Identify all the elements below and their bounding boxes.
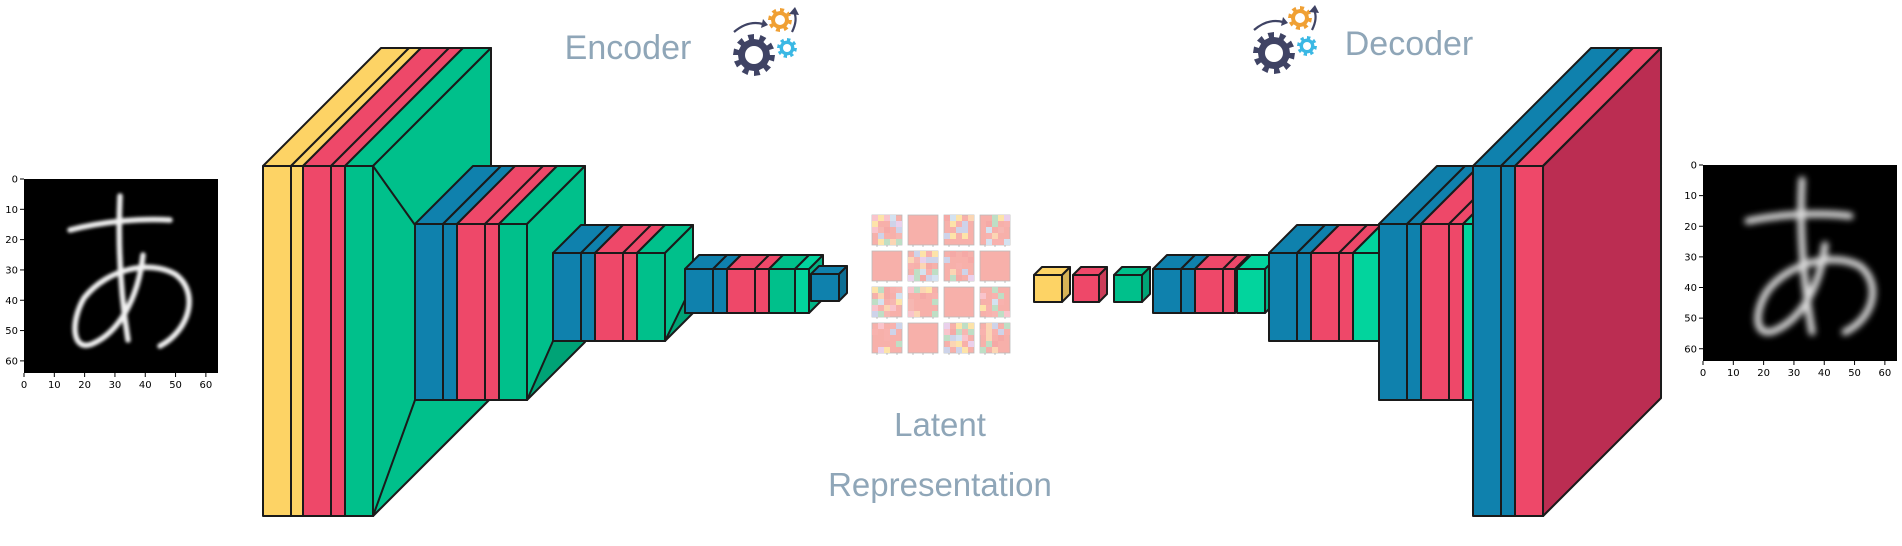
decoder-input [1033, 266, 1071, 303]
latent-grid [871, 214, 1011, 355]
decoder-title: Decoder [1345, 25, 1474, 63]
x-tick-label: 20 [1757, 368, 1770, 379]
latent-cell [907, 250, 939, 283]
y-tick-label: 40 [5, 296, 18, 307]
input-x-axis: 0 10 20 30 40 50 60 [21, 373, 212, 391]
x-tick-label: 10 [48, 380, 61, 391]
y-tick-label: 30 [1684, 252, 1697, 263]
x-tick-label: 10 [1727, 368, 1740, 379]
gears-icon [733, 7, 799, 76]
output-x-axis: 0 10 20 30 40 50 60 [1700, 361, 1891, 379]
latent-cell [871, 214, 903, 247]
y-tick-label: 20 [5, 235, 18, 246]
x-tick-label: 30 [109, 380, 122, 391]
x-tick-label: 20 [78, 380, 91, 391]
input-y-axis: 0 10 20 30 40 50 60 [5, 175, 24, 367]
y-tick-label: 30 [5, 265, 18, 276]
encoder-title: Encoder [565, 29, 692, 67]
y-tick-label: 0 [12, 175, 18, 186]
y-tick-label: 50 [1684, 314, 1697, 325]
latent-cell [979, 322, 1011, 355]
x-tick-label: 0 [21, 380, 27, 391]
latent-cell [871, 250, 903, 283]
latent-cell [979, 214, 1011, 247]
network-layers [262, 47, 1663, 517]
decoder-layer-2 [1113, 266, 1151, 303]
x-tick-label: 30 [1788, 368, 1801, 379]
latent-cell [871, 286, 903, 319]
y-tick-label: 10 [1684, 191, 1697, 202]
y-tick-label: 60 [5, 356, 18, 367]
y-tick-label: 40 [1684, 283, 1697, 294]
x-tick-label: 0 [1700, 368, 1706, 379]
x-tick-label: 50 [169, 380, 182, 391]
x-tick-label: 60 [200, 380, 213, 391]
decoder-output [1542, 47, 1663, 517]
x-tick-label: 40 [1818, 368, 1831, 379]
gears-icon [1253, 5, 1319, 74]
latent-cell [943, 250, 975, 283]
x-tick-label: 50 [1848, 368, 1861, 379]
latent-cell [943, 322, 975, 355]
encoder-bottleneck [810, 265, 848, 302]
latent-cell [979, 286, 1011, 319]
decoder-layer-1 [1072, 266, 1108, 303]
y-tick-label: 50 [5, 326, 18, 337]
latent-cell [979, 250, 1011, 283]
output-image-plot: 0 10 20 30 40 50 60 0 10 20 30 40 50 60 [1684, 161, 1897, 379]
representation-title: Representation [828, 466, 1052, 503]
latent-title: Latent [894, 406, 986, 443]
latent-cell [943, 286, 975, 319]
x-tick-label: 40 [139, 380, 152, 391]
y-tick-label: 20 [1684, 222, 1697, 233]
input-image-plot: 0 10 20 30 40 50 60 0 10 20 30 40 50 60 [5, 175, 218, 391]
latent-cell [907, 214, 939, 247]
latent-cell [871, 322, 903, 355]
y-tick-label: 10 [5, 205, 18, 216]
x-tick-label: 60 [1879, 368, 1892, 379]
latent-cell [907, 286, 939, 319]
y-tick-label: 60 [1684, 344, 1697, 355]
latent-cell [907, 322, 939, 355]
y-tick-label: 0 [1691, 161, 1697, 172]
output-y-axis: 0 10 20 30 40 50 60 [1684, 161, 1703, 355]
input-character [67, 193, 192, 349]
latent-cell [943, 214, 975, 247]
output-character [1744, 176, 1877, 336]
